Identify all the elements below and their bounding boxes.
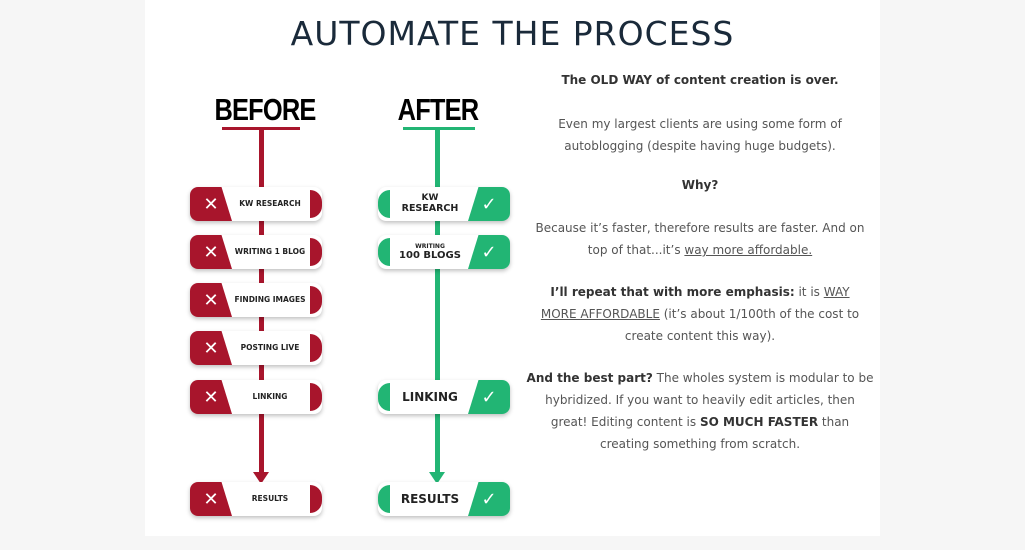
pill-cap xyxy=(378,383,390,411)
x-mark-icon: ✕ xyxy=(190,380,232,414)
step-label: RESULTS xyxy=(400,491,460,506)
copy-paragraph: Because it’s faster, therefore results a… xyxy=(535,221,865,257)
pill-cap xyxy=(310,190,322,218)
check-mark-icon: ✓ xyxy=(468,482,510,516)
before-step: ✕ KW RESEARCH xyxy=(190,187,322,221)
copy-paragraph: And the best part? The wholes system is … xyxy=(526,371,874,451)
copy-paragraph: Even my largest clients are using some f… xyxy=(558,117,842,153)
page-title: AUTOMATE THE PROCESS xyxy=(290,14,735,53)
affordable-link[interactable]: WAY MORE AFFORDABLE xyxy=(540,285,850,321)
step-label: POSTING LIVE xyxy=(240,343,300,353)
copy-why: Why? xyxy=(681,178,719,192)
step-label: FINDING IMAGES xyxy=(234,295,306,305)
pill-cap xyxy=(310,334,322,362)
x-mark-icon: ✕ xyxy=(190,187,232,221)
pill-cap xyxy=(310,485,322,513)
before-arrow-icon xyxy=(253,472,269,484)
pill-cap xyxy=(378,238,390,266)
step-label: WRITING 1 BLOG xyxy=(234,247,306,257)
pill-cap xyxy=(378,190,390,218)
before-step: ✕ LINKING xyxy=(190,380,322,414)
copy-paragraph: I’ll repeat that with more emphasis: it … xyxy=(540,285,860,343)
after-line xyxy=(435,128,440,473)
pill-cap xyxy=(310,383,322,411)
check-mark-icon: ✓ xyxy=(468,187,510,221)
after-heading: AFTER xyxy=(397,92,479,127)
x-mark-icon: ✕ xyxy=(190,235,232,269)
x-mark-icon: ✕ xyxy=(190,482,232,516)
after-step: RESULTS ✓ xyxy=(378,482,510,516)
step-label: LINKING xyxy=(252,392,288,402)
step-label: LINKING xyxy=(402,389,458,404)
pill-cap xyxy=(378,485,390,513)
check-mark-icon: ✓ xyxy=(468,380,510,414)
step-label: KW RESEARCH xyxy=(239,199,301,209)
copy-heading: The OLD WAY of content creation is over. xyxy=(561,73,839,87)
before-step: ✕ POSTING LIVE xyxy=(190,331,322,365)
check-mark-icon: ✓ xyxy=(468,235,510,269)
before-step: ✕WRITING 1 BLOG xyxy=(190,235,322,269)
before-heading: BEFORE xyxy=(214,92,316,127)
after-arrow-icon xyxy=(429,472,445,484)
before-step: ✕FINDING IMAGES xyxy=(190,283,322,317)
pill-cap xyxy=(310,286,322,314)
after-step: LINKING ✓ xyxy=(378,380,510,414)
affordable-link[interactable]: way more affordable. xyxy=(684,243,813,257)
before-step: ✕ RESULTS xyxy=(190,482,322,516)
step-label: RESULTS xyxy=(251,494,289,504)
x-mark-icon: ✕ xyxy=(190,331,232,365)
pill-cap xyxy=(310,238,322,266)
x-mark-icon: ✕ xyxy=(190,283,232,317)
